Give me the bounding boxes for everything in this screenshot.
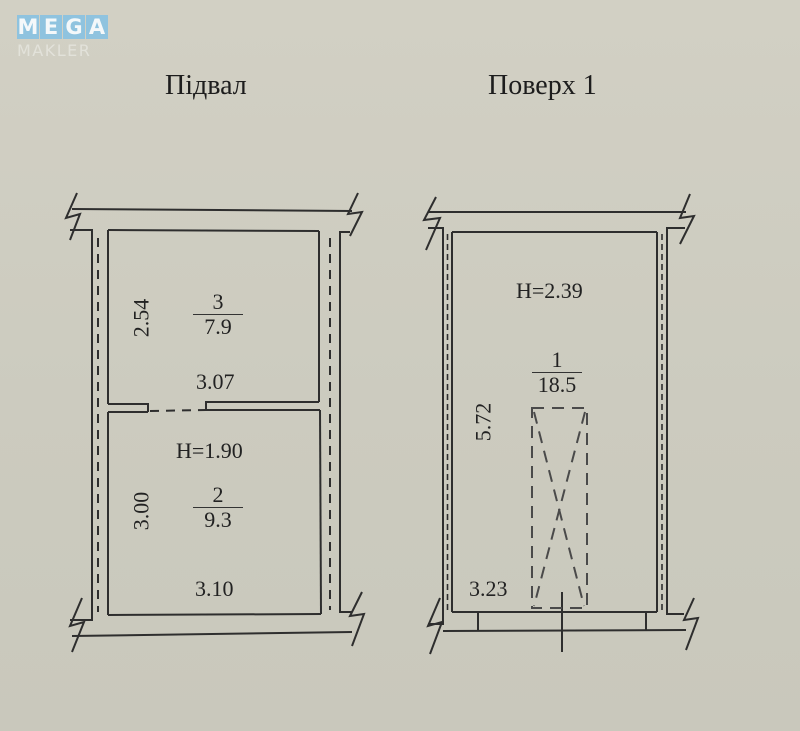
logo-letter: G <box>63 15 85 39</box>
room1-area: 18.5 <box>537 372 577 397</box>
room3-fraction: 3 7.9 <box>193 291 243 338</box>
room3-number: 3 <box>193 291 243 315</box>
basement-title: Підвал <box>165 70 247 101</box>
basement-walls <box>64 192 366 653</box>
logo-letter: M <box>17 15 39 39</box>
room1-width: 3.23 <box>469 576 508 601</box>
floor1-walls <box>422 193 700 655</box>
room2-number: 2 <box>193 484 243 508</box>
logo-makler: MAKLER <box>17 41 92 60</box>
logo-letter: E <box>40 15 62 39</box>
room2-fraction: 2 9.3 <box>193 484 243 531</box>
room1-length: 5.72 <box>470 402 496 442</box>
floor1-wall-dashes <box>446 234 663 612</box>
room2-length: 3.00 <box>128 491 154 531</box>
floor1-height: H=2.39 <box>516 278 583 303</box>
stair-opening <box>531 407 588 609</box>
logo-letter: A <box>86 15 108 39</box>
room1-fraction: 1 18.5 <box>532 349 582 396</box>
floor1-title: Поверх 1 <box>488 70 597 101</box>
room3-width: 3.07 <box>196 369 235 394</box>
basement-height: H=1.90 <box>176 438 243 463</box>
basement-dashed-lines <box>97 238 331 612</box>
room2-area: 9.3 <box>204 507 232 532</box>
room3-length: 2.54 <box>128 298 154 338</box>
room3-area: 7.9 <box>204 314 232 339</box>
room1-number: 1 <box>532 349 582 373</box>
room2-width: 3.10 <box>195 576 234 601</box>
